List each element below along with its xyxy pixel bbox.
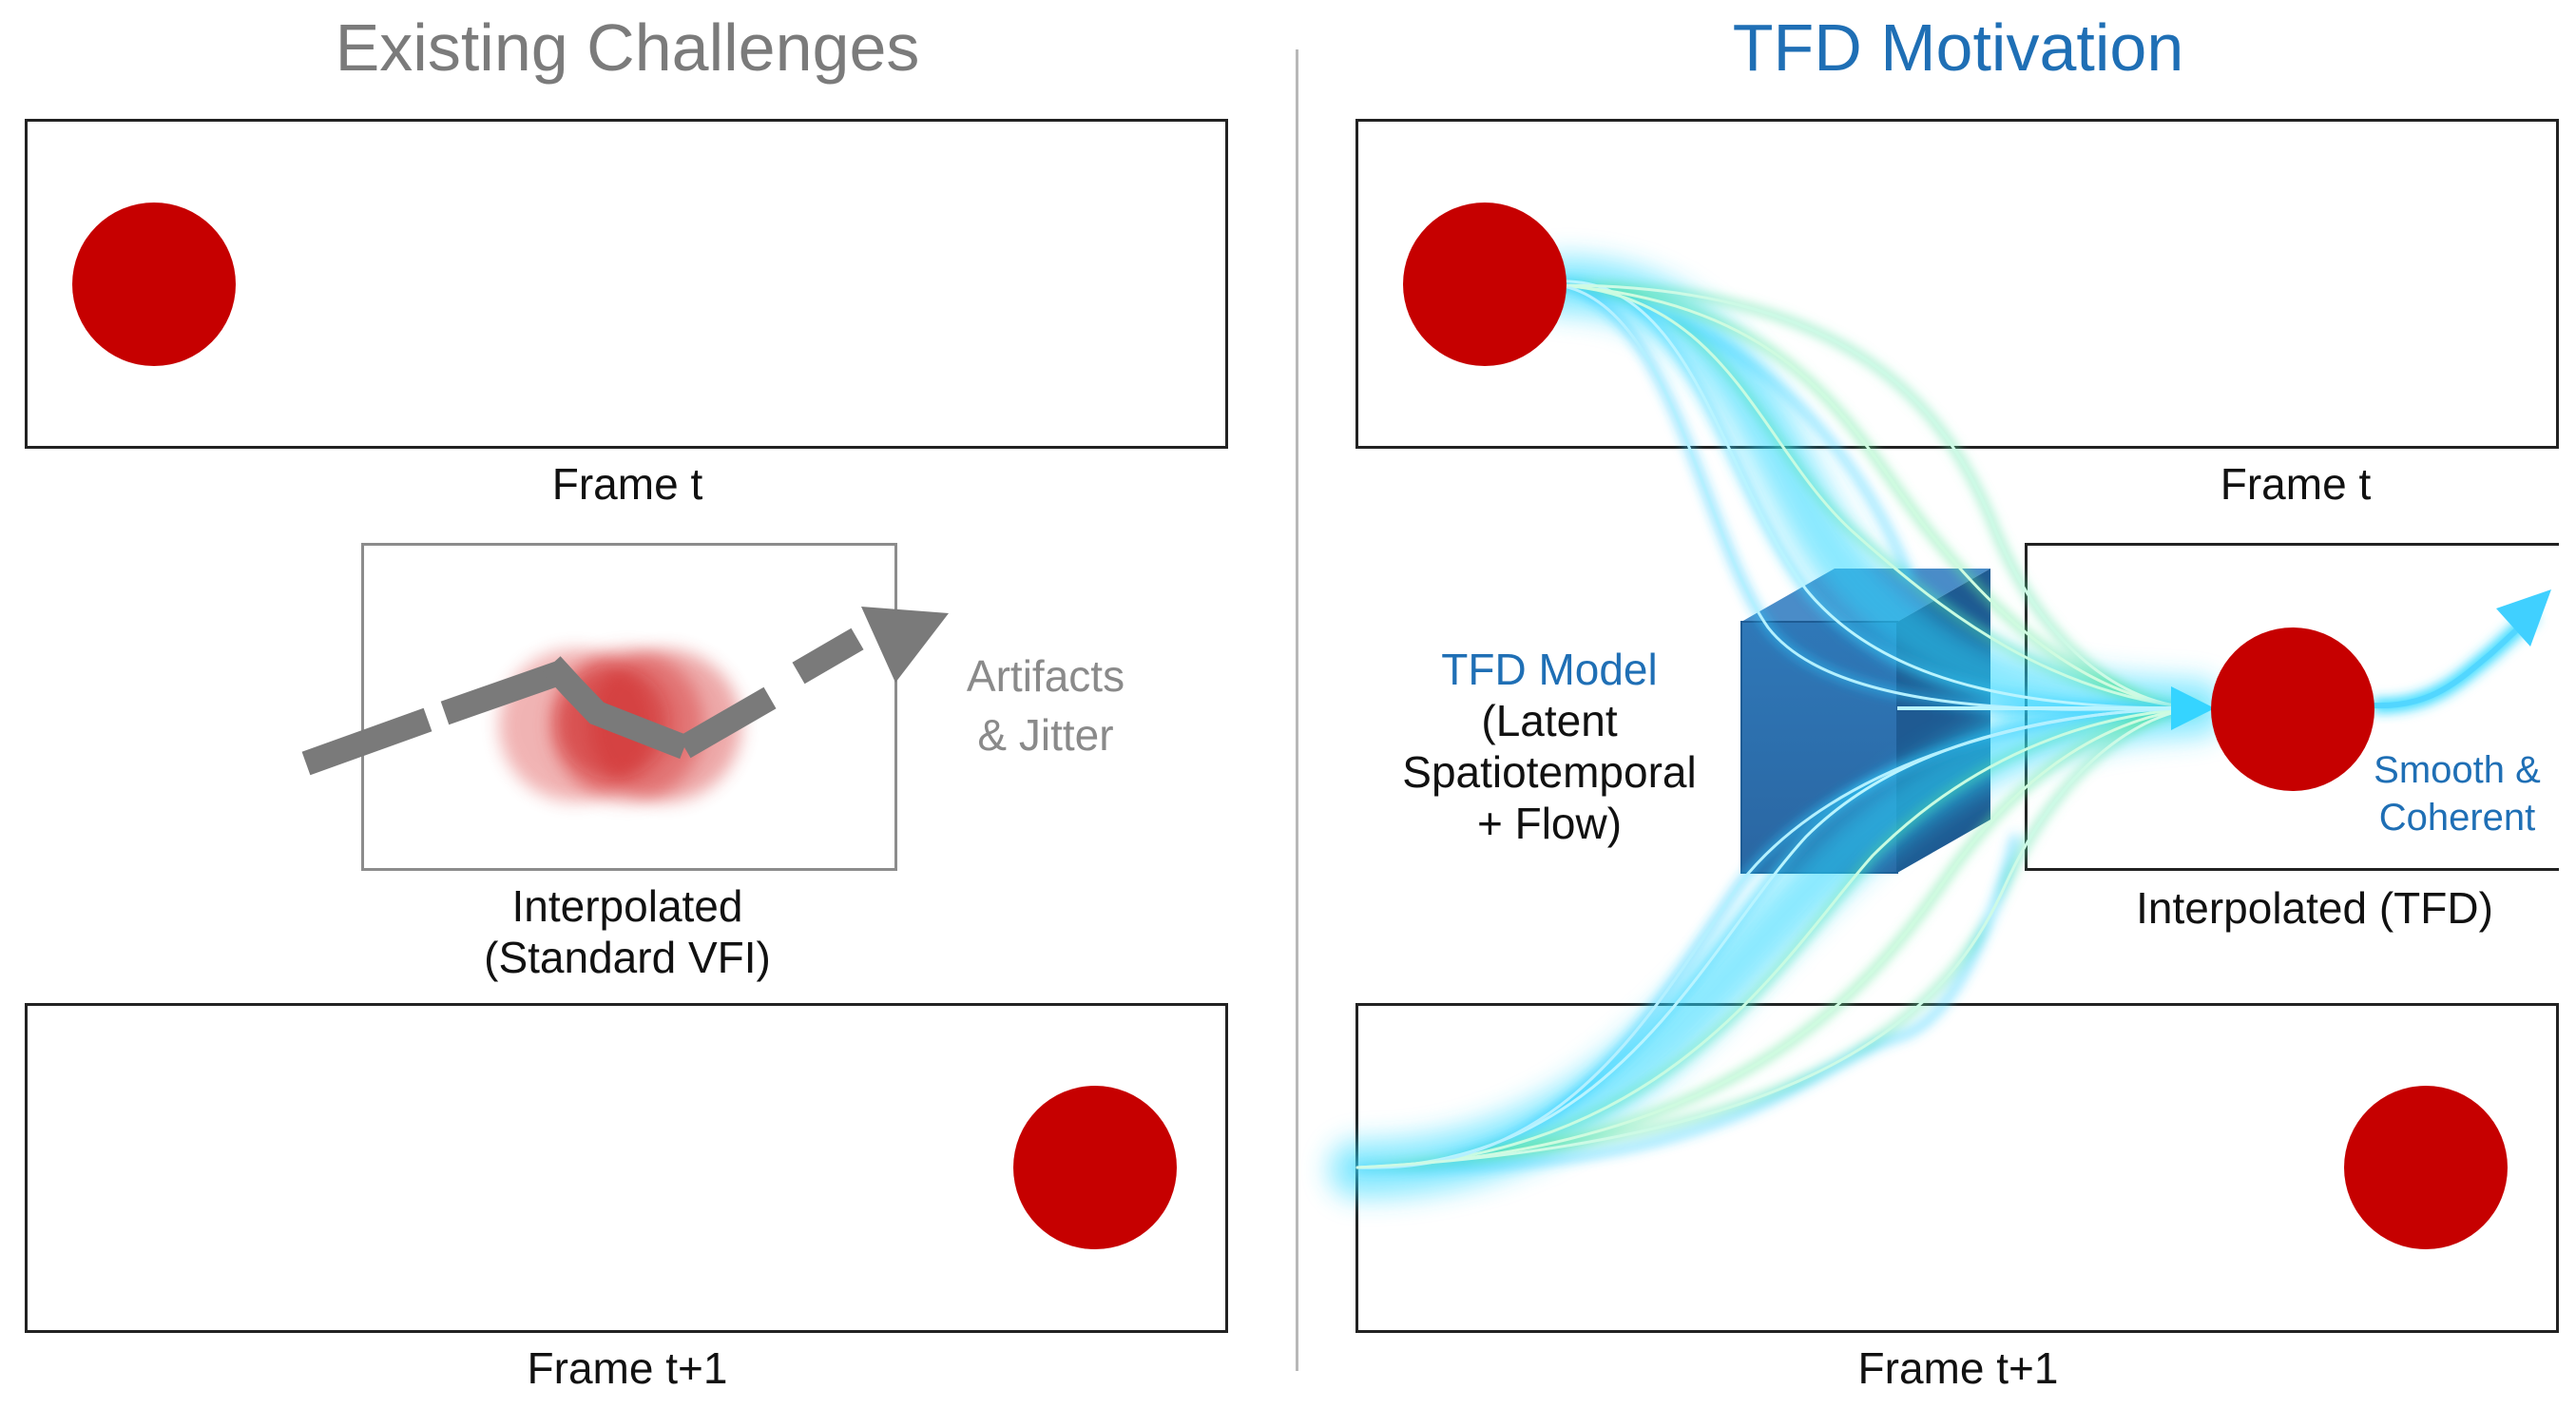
artifact-note-line1: Artifacts bbox=[966, 651, 1125, 701]
standard-vfi-label-line1: Interpolated bbox=[511, 881, 743, 931]
smooth-note-line1: Smooth & bbox=[2374, 749, 2541, 791]
tfd-interpolated-label: Interpolated (TFD) bbox=[2136, 883, 2493, 933]
right-frame-t-ball bbox=[1403, 203, 1567, 366]
tfd-model-label-line1: TFD Model bbox=[1441, 645, 1658, 694]
jitter-arrow bbox=[301, 627, 864, 776]
right-panel-title: TFD Motivation bbox=[1732, 10, 2184, 85]
smooth-note-line2: Coherent bbox=[2378, 797, 2536, 839]
smooth-arrow-head bbox=[2496, 589, 2551, 647]
jitter-arrow-head bbox=[861, 607, 949, 683]
panel-divider bbox=[1296, 49, 1298, 1371]
tfd-model-label: TFD Model (Latent Spatiotemporal + Flow) bbox=[1402, 644, 1696, 849]
right-frame-t-label: Frame t bbox=[2220, 459, 2372, 509]
tfd-interpolated-ball bbox=[2211, 627, 2374, 791]
standard-vfi-label-line2: (Standard VFI) bbox=[484, 933, 771, 982]
right-frame-t1-ball bbox=[2344, 1086, 2508, 1249]
left-frame-t-ball bbox=[72, 203, 236, 366]
artifact-note-line2: & Jitter bbox=[977, 710, 1114, 760]
left-frame-t-label: Frame t bbox=[551, 459, 703, 509]
tfd-model-label-line3: Spatiotemporal bbox=[1402, 747, 1697, 797]
smooth-coherent-note: Smooth & Coherent bbox=[2374, 746, 2541, 841]
left-frame-t1-ball bbox=[1013, 1086, 1177, 1249]
artifact-note: Artifacts & Jitter bbox=[967, 647, 1125, 764]
flow-arrowhead bbox=[2171, 686, 2215, 730]
standard-vfi-label: Interpolated (Standard VFI) bbox=[484, 880, 771, 983]
right-frame-t1-label: Frame t+1 bbox=[1857, 1343, 2059, 1393]
tfd-model-label-line4: + Flow) bbox=[1476, 799, 1623, 848]
left-frame-t1-label: Frame t+1 bbox=[527, 1343, 728, 1393]
tfd-model-label-line2: (Latent bbox=[1481, 696, 1618, 745]
left-panel-title: Existing Challenges bbox=[335, 10, 920, 85]
